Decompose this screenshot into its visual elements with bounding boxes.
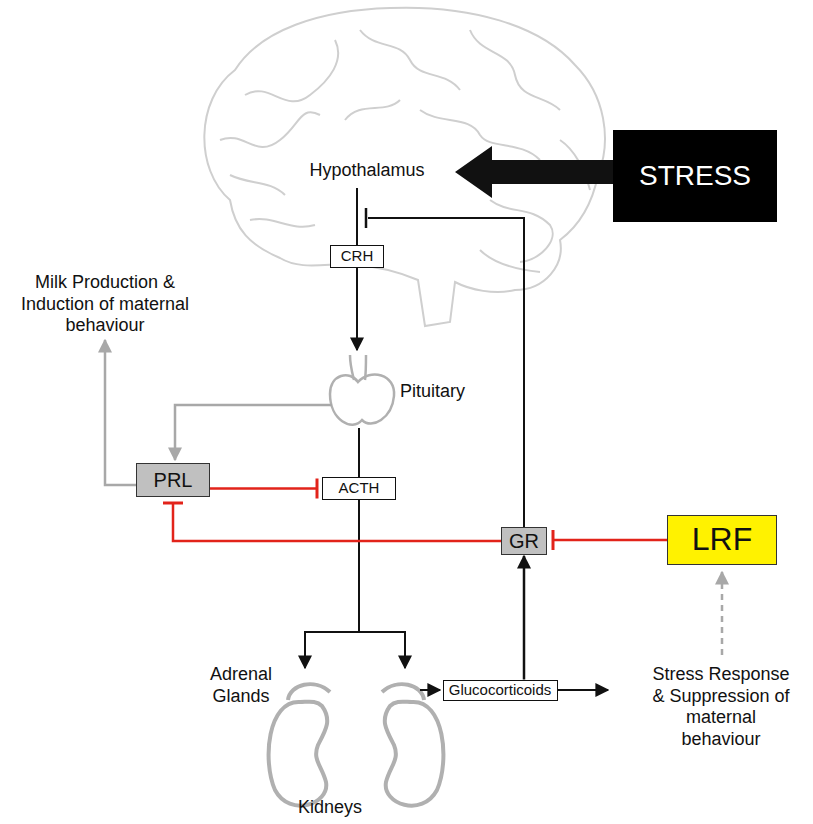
prl-release-arrow xyxy=(175,405,332,460)
effect-label: Milk Production & Induction of maternal … xyxy=(20,272,190,337)
node-text: STRESS xyxy=(639,161,751,192)
inhibition-bar xyxy=(365,208,368,228)
hormone-box: ACTH xyxy=(322,477,396,500)
axis-line xyxy=(305,500,405,632)
organ-label: Kidneys xyxy=(280,797,380,819)
effect-label: Stress Response & Suppression of materna… xyxy=(646,664,796,750)
organ-label: Adrenal Glands xyxy=(195,664,287,707)
receptor-box: GR xyxy=(501,527,547,555)
inhibition-bar xyxy=(316,479,319,499)
prl-effect-arrow xyxy=(105,340,137,485)
arrow-connector xyxy=(524,556,525,680)
axis-arrow xyxy=(304,631,306,668)
inhibition-connector xyxy=(553,530,667,550)
inhibition-bar xyxy=(552,530,555,550)
pituitary-gland xyxy=(330,355,394,425)
stress-box: STRESS xyxy=(613,130,777,222)
hormone-box: Glucocorticoids xyxy=(443,680,558,701)
axis-line xyxy=(358,428,360,477)
axis-arrow xyxy=(404,631,406,668)
connector-line xyxy=(210,487,317,490)
hormone-box: PRL xyxy=(136,463,210,497)
induction-arrow xyxy=(721,572,724,655)
node-text: GR xyxy=(509,530,539,552)
inhibition-connector xyxy=(210,479,317,499)
output-arrow xyxy=(420,689,440,691)
output-arrow xyxy=(556,689,608,691)
stress-arrow xyxy=(455,146,613,198)
connector-line xyxy=(173,503,501,541)
connector-line xyxy=(553,539,667,542)
node-text: ACTH xyxy=(339,480,380,497)
node-text: PRL xyxy=(154,469,193,491)
axis-arrow xyxy=(356,268,358,350)
connector-line xyxy=(523,556,526,680)
node-text: CRH xyxy=(341,248,374,265)
inhibition-bar xyxy=(163,502,183,505)
node-text: Glucocorticoids xyxy=(449,682,552,699)
region-label: Hypothalamus xyxy=(306,160,427,182)
hormone-box: CRH xyxy=(330,245,384,268)
inhibition-connector xyxy=(163,503,501,541)
node-text: LRF xyxy=(692,522,752,557)
factor-box: LRF xyxy=(667,515,777,565)
axis-line xyxy=(356,188,358,245)
kidney-illustration xyxy=(269,684,444,805)
region-label: Pituitary xyxy=(400,381,500,403)
